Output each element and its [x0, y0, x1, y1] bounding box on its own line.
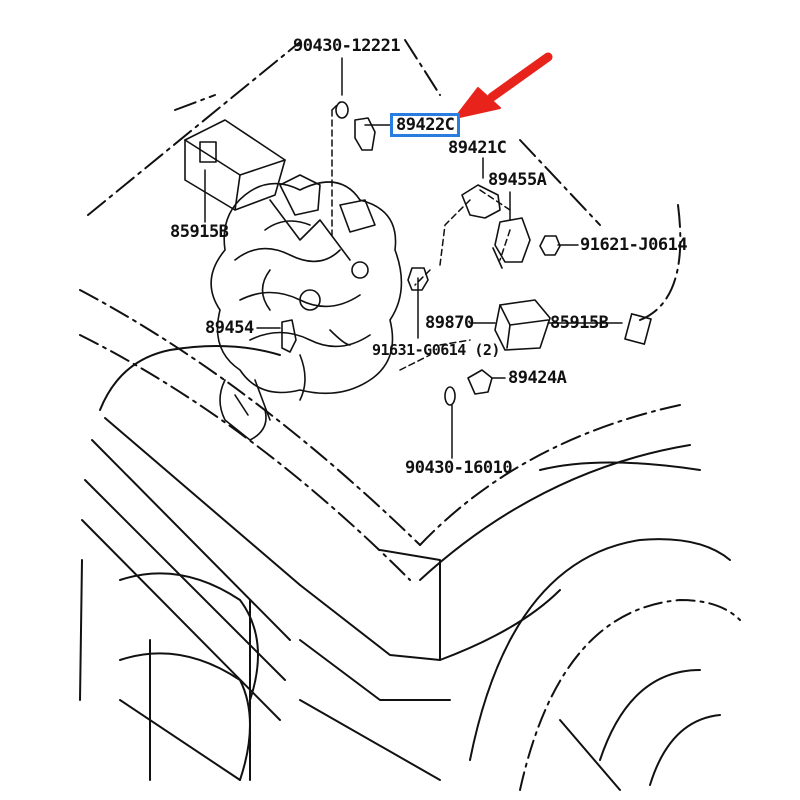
wheel-arch	[469, 538, 731, 761]
ecu-89870	[494, 299, 551, 351]
small-parts	[281, 101, 652, 406]
oring-90430	[444, 386, 456, 406]
part-label-89421c: 89421C	[448, 138, 507, 158]
sensor-89422c	[354, 117, 376, 151]
part-label-90430-16010: 90430-16010	[405, 458, 513, 478]
bolt-91631	[407, 267, 429, 291]
part-label-89455a: 89455A	[488, 170, 547, 190]
relay-box-left	[184, 119, 286, 211]
sensor-89421c	[461, 184, 501, 219]
sensor-89424a	[467, 369, 493, 395]
part-label-91631-g0614: 91631-G0614 (2)	[372, 341, 500, 359]
nut-91621	[539, 235, 561, 256]
part-label-89424a: 89424A	[508, 368, 567, 388]
part-label-89870: 89870	[425, 313, 474, 333]
vsv-89455a	[494, 217, 531, 263]
engine-block	[210, 174, 403, 441]
part-label-85915b-left: 85915B	[170, 222, 229, 242]
sensor-89454	[281, 319, 297, 353]
part-label-85915b-right: 85915B	[550, 313, 609, 333]
red-pointer-arrow	[454, 52, 553, 119]
part-label-90430-12221: 90430-12221	[293, 36, 401, 56]
part-label-91621-j0614: 91621-J0614	[580, 235, 688, 255]
part-label-89422c: 89422C	[389, 113, 461, 137]
relay-right	[624, 313, 652, 345]
fender-line	[79, 289, 421, 546]
hood-outline	[87, 41, 301, 216]
part-label-89454: 89454	[205, 318, 254, 338]
washer-top	[335, 101, 349, 119]
